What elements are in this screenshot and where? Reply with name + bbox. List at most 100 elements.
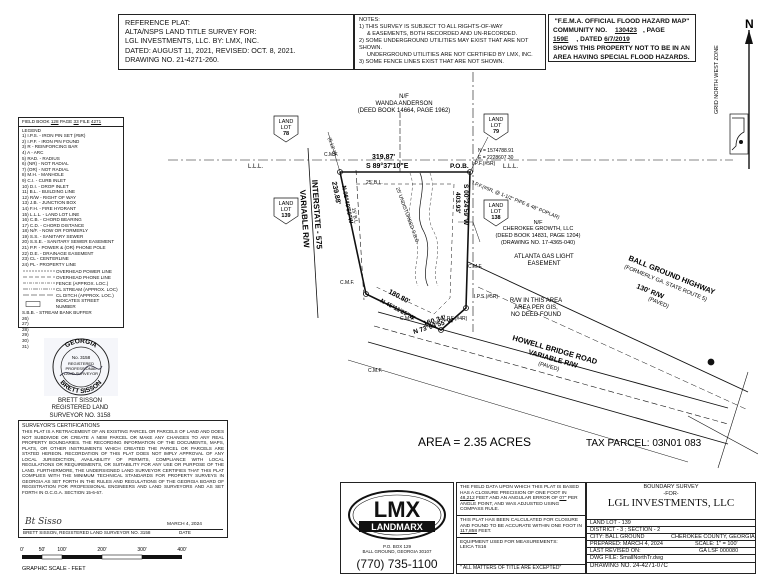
area-label: AREA = 2.35 ACRES bbox=[418, 435, 531, 449]
graphic-scale: 0'50'100'200'300'400' GRAPHIC SCALE - FE… bbox=[20, 547, 187, 572]
svg-text:LMX: LMX bbox=[374, 497, 421, 522]
flood-community-label: COMMUNITY NO. bbox=[553, 27, 608, 34]
tb-district: DISTRICT - 3 ; SECTION - 2 bbox=[587, 526, 755, 534]
seal-inner: No. 3158 bbox=[72, 355, 91, 360]
coord-n: N = 1574788.91 bbox=[478, 148, 514, 154]
fieldbook-label: FIELD BOOK bbox=[22, 119, 50, 124]
legend-symbol-row: CL DITCH (APPROX. LOC.) bbox=[22, 292, 120, 298]
legend-box: FIELD BOOK 128 PAGE 33 FILE 4271 LEGEND … bbox=[18, 117, 124, 349]
legend-symbol-row: CL STREAM (APPROX. LOC) bbox=[22, 286, 120, 292]
certification-box: SURVEYOR'S CERTIFICATIONS THIS PLAT IS A… bbox=[18, 420, 228, 538]
legend-title: LEGEND bbox=[22, 127, 41, 133]
legend-extra-item: 26) bbox=[22, 315, 29, 321]
legend-item: 23) CL - CENTERLINE bbox=[22, 256, 69, 262]
wanda-label: (DEED BOOK 14664, PAGE 1962) bbox=[358, 108, 451, 114]
ll138-label: LAND bbox=[489, 203, 504, 209]
legend-symbol-label: OVERHEAD PHONE LINE bbox=[56, 274, 111, 280]
company-block: LMX LANDMARX P.O. BOX 129 BALL GROUND, G… bbox=[340, 482, 454, 574]
legend-item: 10) D.I. - DROP INLET bbox=[22, 183, 69, 189]
seal-top-text: GEORGIA bbox=[64, 338, 98, 350]
flood-page-label: , PAGE bbox=[642, 27, 665, 34]
equip-label: EQUIPMENT USED FOR MEASUREMENTS: bbox=[460, 539, 558, 545]
gas-label: ATLANTA GAS LIGHT bbox=[514, 254, 574, 260]
flood-title: "F.E.M.A. OFFICIAL FLOOD HAZARD MAP" bbox=[554, 18, 690, 25]
cert-date-label: DATE bbox=[179, 530, 191, 535]
legend-item: 4) A - ARC bbox=[22, 149, 44, 155]
legend-symbol-label: CL STREAM (APPROX. LOC) bbox=[56, 286, 118, 292]
legend-item: 19) S.S. - SANITARY SEWER bbox=[22, 233, 84, 239]
legend-item: 2) I.P.F. - IRON PIN FOUND bbox=[22, 138, 80, 144]
howell-label: (PAVED) bbox=[537, 361, 559, 373]
seal-caption-line: REGISTERED LAND bbox=[51, 405, 109, 412]
legend-item: 5) RAD. - RADIUS bbox=[22, 155, 60, 161]
seal-caption-line: SURVEYOR NO. 3158 bbox=[49, 412, 111, 419]
legend-symbol-label: INDICATES STREET NUMBER bbox=[55, 298, 100, 310]
closure-text3: PER ANGLE POINT, AND WAS ADJUSTED USING … bbox=[460, 496, 578, 513]
scale-tick-label: 100' bbox=[57, 547, 66, 553]
ll139-label: LOT bbox=[281, 207, 292, 213]
closure-text: THE FIELD DATA UPON WHICH THIS PLAT IS B… bbox=[460, 485, 582, 513]
legend-item: 21) P.P. - POWER & (OR) PHONE POLE bbox=[22, 245, 106, 251]
wanda-label: WANDA ANDERSON bbox=[375, 101, 432, 107]
gas-label: EASEMENT bbox=[527, 261, 560, 267]
legend-item: 18) N/F. - NOW OR FORMERLY bbox=[22, 228, 89, 234]
ipf-bottom-label: I.P.F.(#4R) bbox=[444, 316, 468, 322]
ll78-label: LAND bbox=[279, 119, 294, 125]
ll139-label: LAND bbox=[279, 201, 294, 207]
flood-dated-label: , DATED bbox=[576, 36, 603, 43]
legend-symbol-row: OVERHEAD PHONE LINE bbox=[22, 274, 120, 280]
ll79-label: LOT bbox=[491, 123, 502, 129]
legend-item: 12) R/W - RIGHT OF WAY bbox=[22, 194, 77, 200]
tb-dwg: DWG FILE: SmallNorthTr.dwg bbox=[587, 554, 755, 562]
legend-line-icon bbox=[23, 283, 55, 284]
cherokee-label: N/F bbox=[534, 220, 544, 226]
seal-caption: BRETT SISSON REGISTERED LAND SURVEYOR NO… bbox=[30, 398, 130, 420]
lll-label: L.L.L. bbox=[503, 164, 518, 170]
cmf-label: C.M.F. bbox=[468, 264, 482, 270]
flood-hazard-box: "F.E.M.A. OFFICIAL FLOOD HAZARD MAP" COM… bbox=[548, 14, 696, 62]
legend-line-icon bbox=[23, 271, 55, 272]
rw-area-label: R/W IN THIS AREA bbox=[510, 298, 562, 304]
matters-text: " ALL MATTERS OF TITLE ARE EXCEPTED" bbox=[460, 565, 562, 572]
flood-page-no: 159E bbox=[553, 36, 569, 43]
tb-drawing: DRAWING NO. 24-4271-07C bbox=[587, 562, 755, 570]
note-item: UNDERGROUND UTILITIES ARE NOT CERTIFIED … bbox=[367, 52, 533, 58]
tb-revised: LAST REVISED ON: bbox=[590, 548, 641, 554]
landmarx-logo: LMX LANDMARX bbox=[348, 490, 446, 540]
seal-inner: REGISTERED bbox=[68, 361, 94, 366]
legend-item: 22) D.E. - DRAINAGE EASEMENT bbox=[22, 250, 94, 256]
right-bearing: S 00°24'59"W bbox=[462, 184, 470, 226]
legend-item: 1) I.P.S. - IRON PIN SET (#5R) bbox=[22, 133, 86, 139]
reference-line: DRAWING NO. 21-4271-260. bbox=[125, 54, 220, 64]
legend-symbol-row: OVERHEAD POWER LINE bbox=[22, 268, 120, 274]
ll138-label: 138 bbox=[491, 215, 500, 221]
ipf-nw-label: (0.12' N) bbox=[326, 137, 338, 157]
closure-angular: 07" bbox=[559, 496, 567, 502]
legend-extra-item: 30) bbox=[22, 338, 29, 343]
legend-header: FIELD BOOK 128 PAGE 33 FILE 4271 bbox=[19, 118, 123, 127]
scale-tick-label: 400' bbox=[177, 547, 186, 553]
for-label: -FOR- bbox=[663, 490, 679, 497]
note-item: 1) THIS SURVEY IS SUBJECT TO ALL RIGHTS-… bbox=[359, 24, 503, 30]
cherokee-label: (DRAWING NO. 17-4365-040) bbox=[501, 240, 575, 246]
flood-community-line: COMMUNITY NO. 130423 , PAGE bbox=[553, 26, 691, 35]
page-label: PAGE bbox=[59, 119, 73, 124]
legend-extra-item: 28) bbox=[22, 326, 29, 332]
tb-revised-row: LAST REVISED ON: GA LSF 000080 bbox=[587, 547, 755, 555]
note-item: & EASEMENTS, BOTH RECORDED AND UN-RECORD… bbox=[367, 31, 518, 37]
surveyor-seal: GEORGIA BRETT SISSON No. 3158 REGISTERED… bbox=[44, 338, 118, 396]
calc-text4: THIS PLAT HAS BEEN CALCULATED FOR CLOSUR… bbox=[460, 517, 582, 529]
right-distance: 403.93' bbox=[454, 192, 461, 214]
cmf-label: C.M.F. bbox=[324, 152, 338, 158]
tb-scale: SCALE: 1" = 100' bbox=[695, 541, 738, 547]
top-distance: 319.87' bbox=[372, 154, 395, 161]
signature: Bt Sisso bbox=[25, 517, 62, 527]
legend-symbol-row: FENCE (APPROX. LOC.) bbox=[22, 280, 120, 286]
closure-box: THE FIELD DATA UPON WHICH THIS PLAT IS B… bbox=[456, 482, 586, 574]
flood-community-no: 130423 bbox=[614, 27, 637, 34]
tb-city-row: CITY: BALL GROUND CHEROKEE COUNTY, GEORG… bbox=[587, 533, 755, 541]
legend-symbol-row: S.B.B. - STREAM BANK BUFFER bbox=[22, 310, 120, 316]
legend-symbol-label: S.B.B. - STREAM BANK BUFFER bbox=[22, 309, 92, 315]
legend-line-icon bbox=[23, 295, 55, 296]
legend-line-icon bbox=[23, 277, 55, 278]
